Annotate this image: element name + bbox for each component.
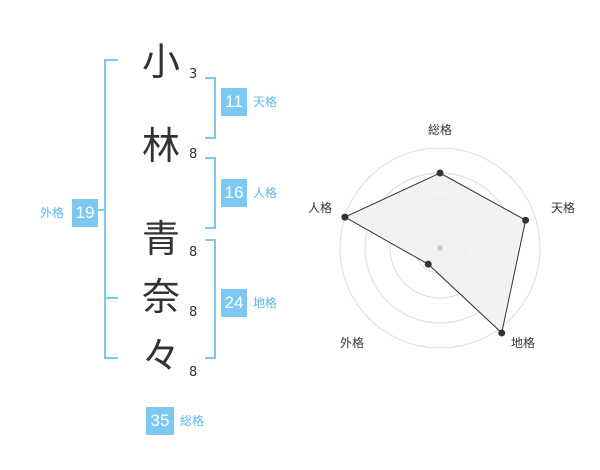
tenkaku-value: 11	[221, 88, 247, 116]
stroke-count-1: 3	[189, 67, 198, 82]
name-char-5: 々	[142, 334, 181, 378]
radar-point-5	[341, 213, 349, 221]
stroke-count-5: 8	[189, 365, 198, 380]
name-char-2: 林	[142, 124, 181, 168]
radar-point-2	[522, 216, 530, 224]
name-char-4: 奈	[142, 275, 181, 319]
radar-point-3	[498, 329, 506, 337]
chikaku-label: 地格	[253, 296, 278, 310]
soukaku-value: 35	[146, 407, 174, 435]
gaikaku-value: 19	[72, 199, 98, 227]
radar-axis-label-gaikaku: 外格	[340, 336, 365, 350]
radar-point-4	[424, 260, 432, 268]
radar-point-1	[436, 169, 444, 177]
gaikaku-label: 外格	[40, 206, 65, 220]
radar-ring	[339, 147, 541, 349]
chikaku-value: 24	[221, 289, 247, 317]
name-char-3: 青	[142, 217, 181, 261]
stroke-count-4: 8	[189, 305, 198, 320]
soukaku-label: 総格	[180, 414, 205, 428]
name-char-1: 小	[142, 40, 181, 84]
radar-axis-label-chikaku: 地格	[511, 336, 536, 350]
jinkaku-label: 人格	[253, 186, 278, 200]
jinkaku-value: 16	[221, 179, 247, 207]
radar-axis-label-jinkaku: 人格	[308, 201, 333, 215]
radar-center-dot	[437, 245, 443, 251]
radar-axis-label-tenkaku: 天格	[551, 201, 576, 215]
stroke-count-3: 8	[189, 245, 198, 260]
jinkaku-bracket	[205, 157, 216, 229]
stroke-count-2: 8	[189, 147, 198, 162]
radar-axis-label-soukaku: 総格	[428, 123, 453, 137]
radar-area	[343, 172, 527, 334]
tenkaku-bracket	[205, 77, 216, 139]
chikaku-bracket	[205, 239, 216, 359]
tenkaku-label: 天格	[253, 95, 278, 109]
